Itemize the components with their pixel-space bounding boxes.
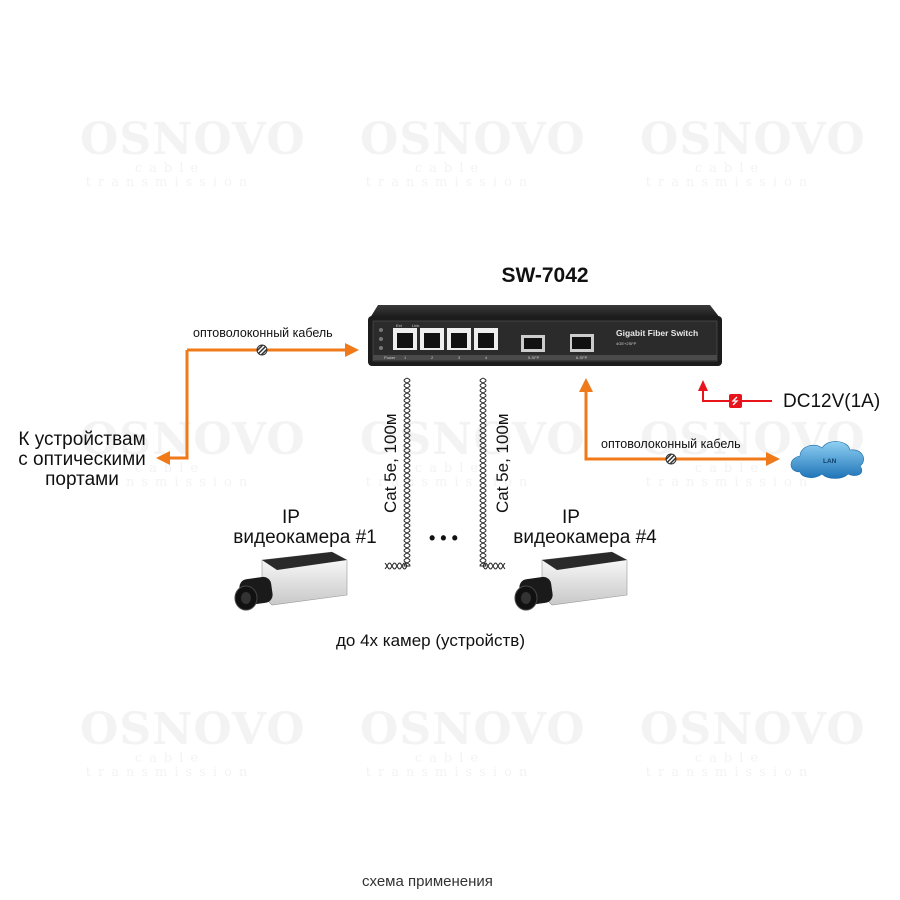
cable-strand bbox=[384, 377, 411, 570]
camera-1-line1: IP bbox=[282, 507, 300, 528]
cable-label-2: Cat 5e, 100м bbox=[493, 413, 512, 513]
switch-top bbox=[370, 305, 720, 318]
fiber-connector-icon bbox=[665, 453, 677, 465]
camera-4-line2: видеокамера #4 bbox=[513, 527, 657, 548]
power-label: DC12V(1A) bbox=[783, 391, 881, 412]
lan-label: LAN bbox=[823, 458, 837, 465]
power-link bbox=[698, 380, 772, 408]
led-indicator bbox=[379, 346, 383, 350]
cable-strand bbox=[479, 377, 506, 570]
arrow-right-icon bbox=[766, 452, 780, 466]
port-number: 4 bbox=[485, 355, 488, 360]
right-fiber-label: оптоволоконный кабель bbox=[601, 437, 741, 451]
optical-devices-line: с оптическими bbox=[18, 449, 146, 470]
camera-1-label: IP видеокамера #1 bbox=[230, 508, 380, 548]
arrow-up-icon bbox=[698, 380, 708, 391]
port-number: 1 bbox=[404, 355, 407, 360]
switch-panel-subtitle: 4GE+2SFP bbox=[616, 341, 637, 346]
ip-camera-4 bbox=[514, 551, 628, 611]
camera-4-label: IP видеокамера #4 bbox=[510, 508, 660, 548]
arrow-left-icon bbox=[156, 451, 170, 465]
optical-devices-line: К устройствам bbox=[18, 429, 146, 450]
optical-devices-line: портами bbox=[45, 469, 119, 490]
led-label-power: Power bbox=[384, 355, 396, 360]
ellipsis: • • • bbox=[429, 528, 458, 548]
camera-1-line2: видеокамера #1 bbox=[233, 527, 377, 548]
switch-label-strip bbox=[373, 355, 717, 360]
ip-camera-1 bbox=[234, 551, 348, 611]
right-fiber-link bbox=[579, 378, 780, 466]
port-header-link: Link bbox=[412, 323, 419, 328]
optical-devices-label: К устройствам с оптическими портами bbox=[10, 430, 154, 490]
port-number: 3 bbox=[458, 355, 461, 360]
led-indicator bbox=[379, 337, 383, 341]
network-switch: Power Ext Link 1 2 3 4 5-SFP 6-SFP Gigab… bbox=[368, 305, 722, 366]
caption: схема применения bbox=[362, 873, 493, 890]
fiber-connector-icon bbox=[256, 344, 268, 356]
port-header-ext: Ext bbox=[396, 323, 403, 328]
switch-panel-title: Gigabit Fiber Switch bbox=[616, 328, 698, 338]
lan-cloud-icon: LAN bbox=[790, 441, 864, 479]
camera-count-note: до 4х камер (устройств) bbox=[336, 631, 526, 650]
twisted-pair-cable-1 bbox=[384, 377, 411, 570]
arrow-right-icon bbox=[345, 343, 359, 357]
arrow-up-icon bbox=[579, 378, 593, 392]
sfp-label: 5-SFP bbox=[528, 355, 540, 360]
led-indicator bbox=[379, 328, 383, 332]
device-model-title: SW-7042 bbox=[501, 264, 589, 287]
sfp-label: 6-SFP bbox=[576, 355, 588, 360]
port-number: 2 bbox=[431, 355, 434, 360]
camera-4-line1: IP bbox=[562, 507, 580, 528]
left-fiber-label: оптоволоконный кабель bbox=[193, 326, 333, 340]
cable-label-1: Cat 5e, 100м bbox=[381, 413, 400, 513]
left-fiber-link bbox=[156, 343, 359, 465]
twisted-pair-cable-2 bbox=[479, 377, 506, 570]
